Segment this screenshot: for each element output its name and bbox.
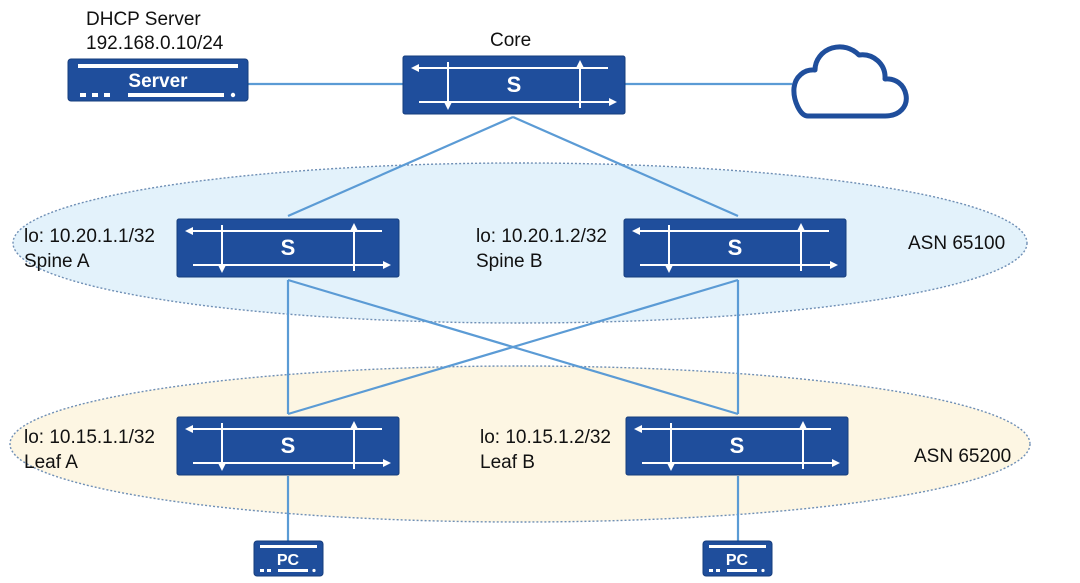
switch-symbol: S bbox=[281, 235, 296, 260]
leaf-b-loopback: lo: 10.15.1.2/32 bbox=[480, 427, 611, 448]
switch-symbol: S bbox=[728, 235, 743, 260]
asn-leaf-label: ASN 65200 bbox=[914, 446, 1012, 467]
leaf-a-switch[interactable]: S bbox=[176, 416, 400, 476]
dhcp-server-device[interactable]: Server bbox=[67, 58, 249, 102]
spine-a-loopback: lo: 10.20.1.1/32 bbox=[24, 226, 155, 247]
internet-cloud-icon bbox=[791, 44, 909, 119]
leaf-a-loopback: lo: 10.15.1.1/32 bbox=[24, 427, 155, 448]
spine-b-name: Spine B bbox=[476, 251, 543, 272]
link-spine-b-leaf-a bbox=[287, 278, 739, 416]
pc-b-device[interactable]: PC bbox=[702, 540, 773, 577]
server-ip: 192.168.0.10/24 bbox=[86, 33, 224, 54]
spine-a-name: Spine A bbox=[24, 251, 90, 272]
switch-symbol: S bbox=[730, 433, 745, 458]
core-switch[interactable]: S bbox=[402, 55, 626, 115]
server-device-label: Server bbox=[128, 71, 188, 92]
leaf-a-name: Leaf A bbox=[24, 452, 78, 473]
pc-a-device[interactable]: PC bbox=[253, 540, 324, 577]
link-core-spine-a bbox=[287, 115, 514, 218]
spine-a-switch[interactable]: S bbox=[176, 218, 400, 278]
links bbox=[248, 82, 792, 541]
switch-symbol: S bbox=[281, 433, 296, 458]
pc-device-label: PC bbox=[726, 552, 749, 569]
spine-asn-zone bbox=[12, 162, 1028, 324]
core-label: Core bbox=[490, 30, 532, 51]
leaf-b-switch[interactable]: S bbox=[625, 416, 849, 476]
leaf-asn-zone bbox=[9, 365, 1031, 523]
leaf-b-name: Leaf B bbox=[480, 452, 535, 473]
spine-b-switch[interactable]: S bbox=[623, 218, 847, 278]
pc-device-label: PC bbox=[277, 552, 300, 569]
switch-symbol: S bbox=[507, 72, 522, 97]
spine-b-loopback: lo: 10.20.1.2/32 bbox=[476, 226, 607, 247]
link-core-spine-b bbox=[512, 115, 739, 218]
server-title: DHCP Server bbox=[86, 9, 201, 30]
asn-spine-label: ASN 65100 bbox=[908, 233, 1006, 254]
